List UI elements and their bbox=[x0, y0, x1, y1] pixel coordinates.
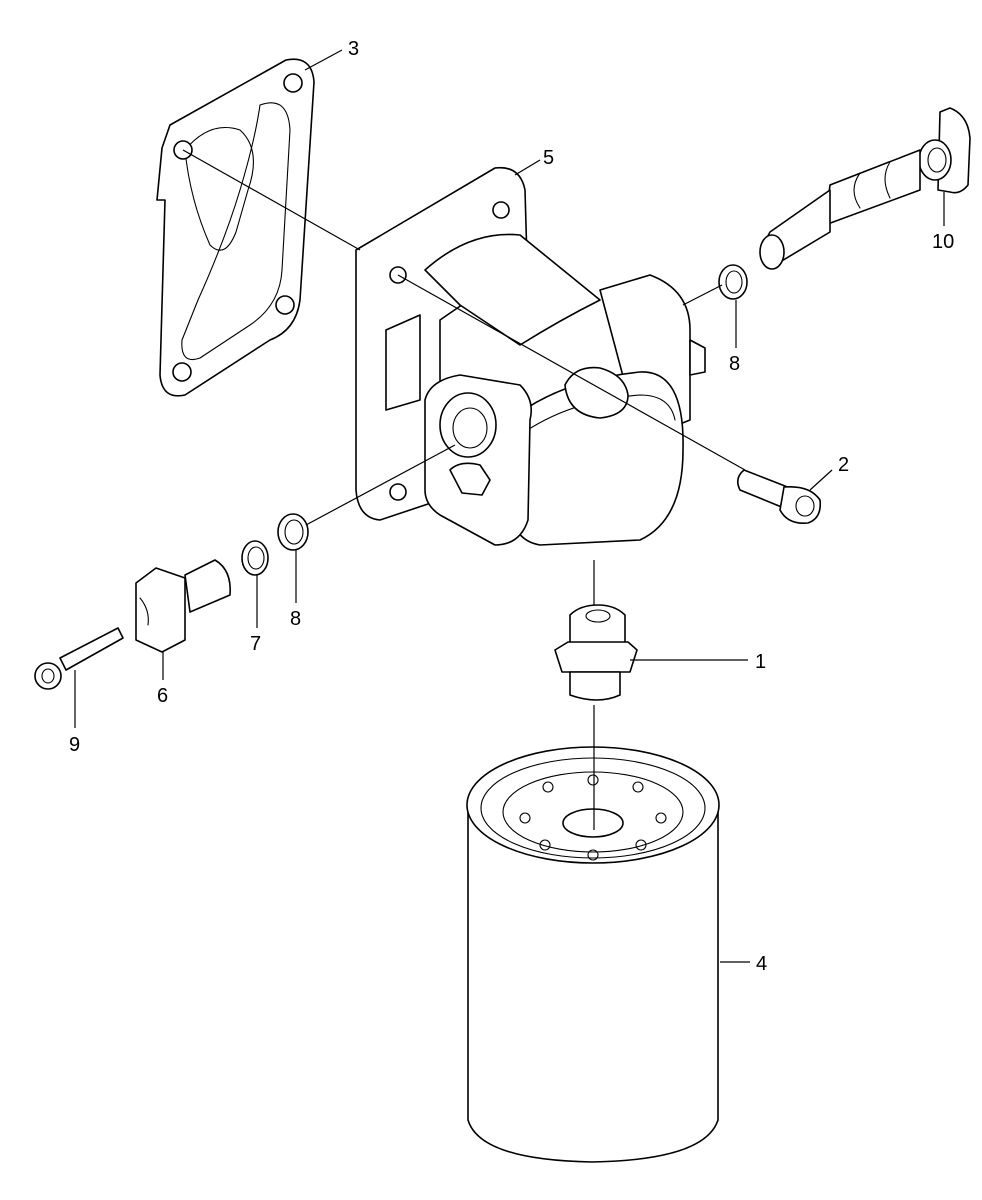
filter-head-part[interactable] bbox=[355, 166, 706, 546]
nipple-part[interactable] bbox=[554, 604, 638, 701]
gasket-part[interactable] bbox=[156, 58, 315, 397]
callout-2: 2 bbox=[838, 454, 849, 476]
callout-4: 4 bbox=[756, 953, 767, 975]
callout-1: 1 bbox=[755, 651, 766, 673]
callout-leaders bbox=[74, 49, 945, 963]
filter-part[interactable] bbox=[466, 746, 720, 1163]
bolt-left-part[interactable] bbox=[34, 627, 124, 690]
callout-3: 3 bbox=[348, 38, 359, 60]
callout-5: 5 bbox=[543, 147, 554, 169]
valve-part[interactable] bbox=[759, 107, 971, 270]
callout-8-lower: 8 bbox=[290, 608, 301, 630]
washer-small-part[interactable] bbox=[241, 540, 269, 576]
sensor-part[interactable] bbox=[135, 559, 232, 653]
assembly-lines bbox=[182, 149, 746, 830]
callout-8-upper: 8 bbox=[729, 353, 740, 375]
washer-lower-part[interactable] bbox=[277, 513, 309, 551]
callout-10: 10 bbox=[932, 231, 954, 253]
callout-6: 6 bbox=[157, 685, 168, 707]
callout-7: 7 bbox=[250, 633, 261, 655]
bolt-right-part[interactable] bbox=[736, 469, 822, 525]
washer-upper-part[interactable] bbox=[718, 264, 748, 300]
callout-labels: 1 2 3 4 5 6 7 8 8 9 10 bbox=[69, 38, 954, 975]
callout-9: 9 bbox=[69, 734, 80, 756]
